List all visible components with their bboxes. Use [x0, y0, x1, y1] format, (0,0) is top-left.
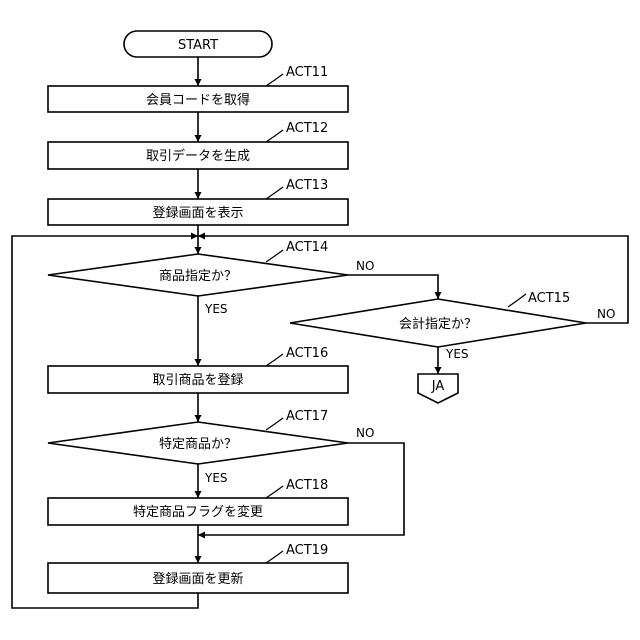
act17-step-label: ACT17 — [286, 409, 328, 424]
act17-decision: 特定商品か？ — [48, 422, 348, 464]
act18-step-label: ACT18 — [286, 478, 328, 493]
act19-leader — [266, 551, 283, 563]
start-label: START — [178, 38, 218, 53]
act16-label: 取引商品を登録 — [152, 373, 243, 388]
act11-leader — [266, 74, 283, 86]
act18-leader — [266, 486, 283, 498]
act15-step-label: ACT15 — [528, 291, 570, 306]
act15-label: 会計指定か？ — [399, 316, 477, 332]
act17-no-label: NO — [356, 426, 374, 440]
act15-decision: 会計指定か？ — [290, 299, 586, 347]
act16-leader — [266, 354, 283, 366]
act18-process: 特定商品フラグを変更 — [48, 498, 348, 525]
act19-step-label: ACT19 — [286, 543, 328, 558]
act16-process: 取引商品を登録 — [48, 366, 348, 393]
act12-step-label: ACT12 — [286, 121, 328, 136]
act13-step-label: ACT13 — [286, 178, 328, 193]
act12-leader — [266, 130, 283, 142]
act19-process: 登録画面を更新 — [48, 563, 348, 593]
act14-decision: 商品指定か？ — [48, 254, 348, 296]
start-terminal: START — [124, 31, 272, 57]
act18-label: 特定商品フラグを変更 — [133, 504, 263, 520]
act19-label: 登録画面を更新 — [152, 571, 243, 587]
act13-process: 登録画面を表示 — [48, 199, 348, 225]
ja-connector-label: JA — [431, 379, 445, 394]
act14-leader — [266, 250, 283, 262]
act14-yes-label: YES — [204, 302, 228, 316]
act16-step-label: ACT16 — [286, 346, 328, 361]
act15-yes-label: YES — [445, 347, 469, 361]
act17-label: 特定商品か？ — [159, 437, 237, 452]
act14-no-label: NO — [356, 259, 374, 273]
act14-label: 商品指定か？ — [159, 269, 237, 284]
act11-label: 会員コードを取得 — [146, 92, 250, 108]
act11-process: 会員コードを取得 — [48, 86, 348, 112]
act15-no-label: NO — [597, 307, 615, 321]
act14-step-label: ACT14 — [286, 240, 328, 255]
act13-leader — [266, 187, 283, 199]
act17-yes-label: YES — [204, 471, 228, 485]
act17-leader — [266, 418, 283, 430]
act15-leader — [508, 294, 526, 307]
act12-process: 取引データを生成 — [48, 142, 348, 169]
act12-label: 取引データを生成 — [146, 148, 250, 164]
ja-connector: JA — [418, 374, 458, 403]
act14-no-line — [348, 275, 438, 299]
act13-label: 登録画面を表示 — [152, 206, 243, 221]
act11-step-label: ACT11 — [286, 65, 328, 80]
